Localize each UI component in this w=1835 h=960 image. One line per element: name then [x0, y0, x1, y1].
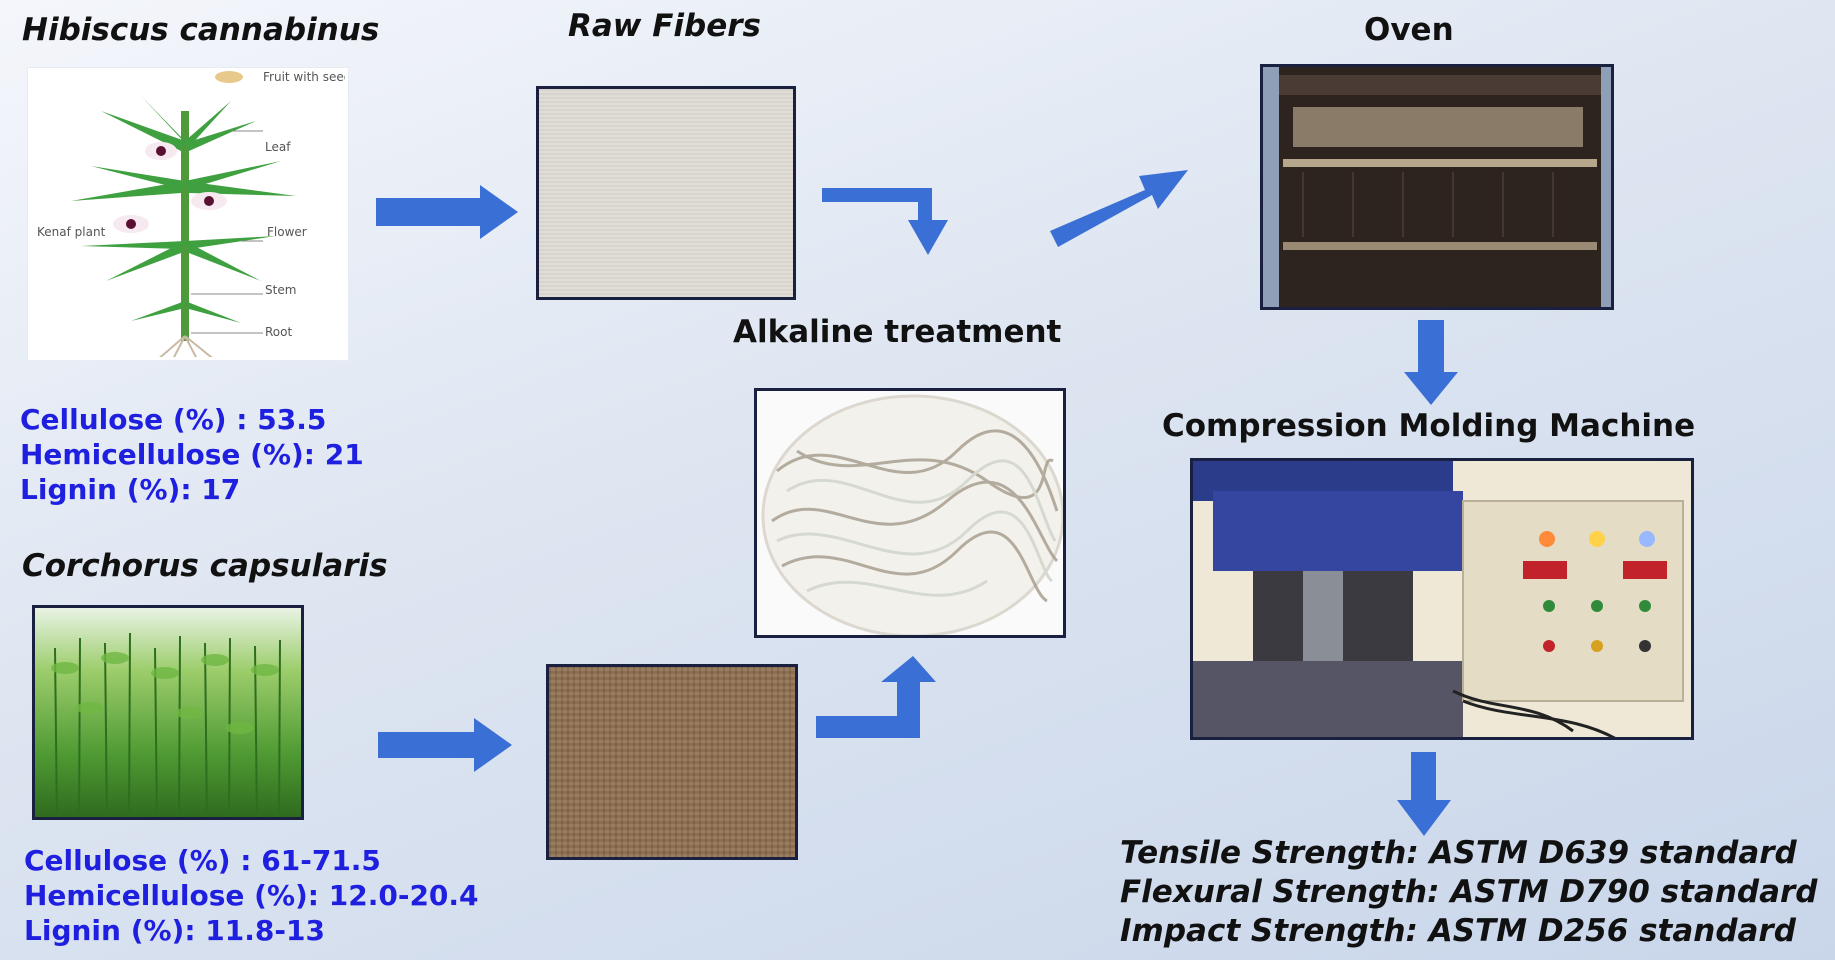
plant-illustration: Fruit with seed Leaf Kenaf plant Flower …	[37, 71, 348, 357]
jute-cellulose: Cellulose (%) : 61-71.5	[24, 844, 381, 877]
tensile-test: Tensile Strength: ASTM D639 standard	[1120, 835, 1797, 871]
impact-test: Impact Strength: ASTM D256 standard	[1120, 913, 1796, 949]
raw-fibers-photo	[536, 86, 796, 300]
oven-title: Oven	[1364, 12, 1454, 48]
leaf-label: Leaf	[265, 140, 291, 154]
arrow-bent-down-icon	[822, 188, 948, 255]
raw-fibers-title: Raw Fibers	[568, 8, 761, 44]
compression-machine-photo	[1190, 458, 1694, 740]
kenaf-hemicellulose: Hemicellulose (%): 21	[20, 438, 364, 471]
corchorus-title: Corchorus capsularis	[22, 548, 388, 584]
root-label: Root	[265, 325, 292, 339]
treated-fibers-photo	[754, 388, 1066, 638]
arrow-down-2-icon	[1397, 752, 1451, 836]
jute-lignin: Lignin (%): 11.8-13	[24, 914, 325, 947]
arrow-bent-up-icon	[816, 656, 936, 738]
jute-hemicellulose: Hemicellulose (%): 12.0-20.4	[24, 879, 479, 912]
flexural-test: Flexural Strength: ASTM D790 standard	[1120, 874, 1818, 910]
flower-label: Flower	[267, 225, 307, 239]
jute-plant-photo	[32, 605, 304, 820]
arrow-right-2-icon	[378, 718, 512, 772]
arrow-diagonal-icon	[1050, 170, 1188, 247]
kenaf-lignin: Lignin (%): 17	[20, 473, 241, 506]
fruit-label: Fruit with seed	[263, 71, 348, 84]
compression-title: Compression Molding Machine	[1162, 408, 1696, 444]
kenaf-plant-diagram: Fruit with seed Leaf Kenaf plant Flower …	[28, 68, 348, 360]
kenaf-label: Kenaf plant	[37, 225, 106, 239]
jute-composition: Cellulose (%) : 61-71.5 Hemicellulose (%…	[24, 843, 479, 948]
alkaline-title: Alkaline treatment	[733, 314, 1062, 350]
oven-photo	[1260, 64, 1614, 310]
jute-fabric-photo	[546, 664, 798, 860]
stem-label: Stem	[265, 283, 296, 297]
kenaf-cellulose: Cellulose (%) : 53.5	[20, 403, 327, 436]
hibiscus-title: Hibiscus cannabinus	[22, 12, 380, 48]
kenaf-composition: Cellulose (%) : 53.5 Hemicellulose (%): …	[20, 402, 364, 507]
arrow-down-1-icon	[1404, 320, 1458, 405]
test-standards: Tensile Strength: ASTM D639 standard Fle…	[1120, 834, 1818, 951]
arrow-right-1-icon	[376, 185, 518, 239]
